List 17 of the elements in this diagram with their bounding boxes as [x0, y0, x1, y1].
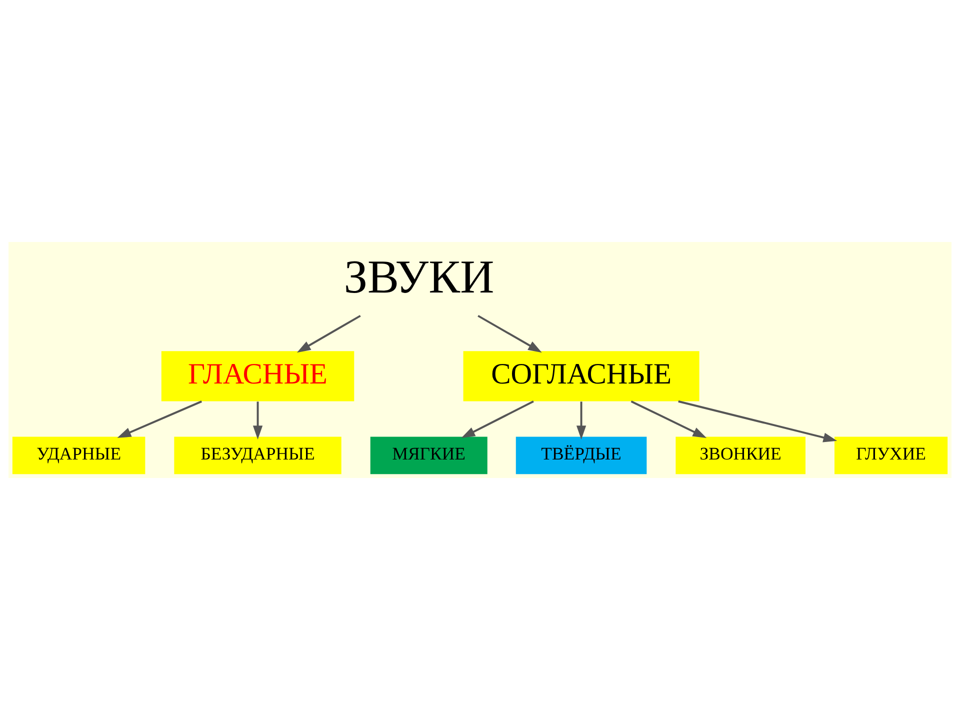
node-box: ГЛАСНЫЕ — [161, 351, 354, 402]
arrow — [461, 400, 534, 438]
node-box: ТВЁРДЫЕ — [516, 436, 647, 474]
node-text: ЗВУКИ — [344, 252, 494, 304]
node-box: МЯГКИЕ — [370, 436, 488, 474]
arrow — [252, 402, 263, 440]
arrow — [478, 314, 542, 353]
node-box: ГЛУХИЕ — [834, 436, 948, 474]
node-box: УДАРНЫЕ — [12, 436, 146, 474]
arrow — [576, 402, 586, 440]
node-box: БЕЗУДАРНЫЕ — [174, 436, 342, 474]
arrow — [678, 400, 838, 442]
arrow — [630, 400, 707, 438]
arrow — [117, 400, 202, 438]
node-box: СОГЛАСНЫЕ — [463, 351, 700, 402]
arrow — [296, 314, 361, 353]
node-box: ЗВОНКИЕ — [676, 436, 806, 474]
